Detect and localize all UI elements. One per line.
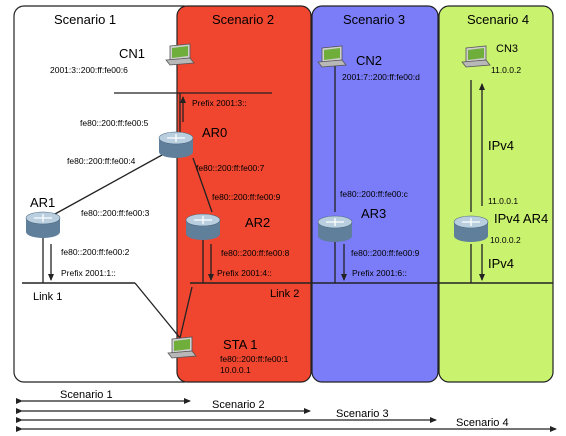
link-2-label: Link 2 — [270, 288, 299, 300]
cn1-name: CN1 — [119, 46, 145, 61]
laptop-cn2-icon — [317, 45, 347, 68]
ar0-ar1-connection — [54, 154, 163, 215]
ar0-address-up: fe80::200:ff:fe00:5 — [80, 118, 149, 128]
scenario-4-range-label: Scenario 4 — [456, 417, 509, 429]
cn1-address: 2001:3::200:ff:fe00:6 — [50, 65, 128, 75]
ar1-name: AR1 — [30, 195, 55, 210]
scenario-range-arrows: Scenario 1 Scenario 2 Scenario 3 Scenari… — [16, 389, 557, 432]
ipv4-upper-label: IPv4 — [488, 138, 514, 153]
prefix-6-label: Prefix 2001:6:: — [352, 268, 407, 278]
panel-scenario-2 — [176, 5, 312, 383]
router-ar3-icon — [317, 215, 353, 243]
laptop-cn1-icon — [165, 43, 195, 66]
panel-scenario-3 — [311, 5, 439, 383]
sta1-address-1: fe80::200:ff:fe00:1 — [220, 354, 289, 364]
sta1-name: STA 1 — [223, 337, 257, 352]
link-1-label: Link 1 — [33, 291, 62, 303]
router-ar0-icon — [158, 131, 194, 159]
panel-title-3: Scenario 3 — [343, 12, 405, 27]
panel-title-2: Scenario 2 — [212, 12, 274, 27]
panel-scenario-4 — [438, 5, 554, 383]
panel-title-4: Scenario 4 — [467, 12, 529, 27]
ar4-address-up: 11.0.0.1 — [488, 196, 518, 206]
ar1-address-right: fe80::200:ff:fe00:3 — [81, 208, 150, 218]
ar0-address-right: fe80::200:ff:fe00:7 — [196, 163, 265, 173]
prefix-4-label: Prefix 2001:4:: — [217, 268, 272, 278]
scenario-2-range-label: Scenario 2 — [212, 399, 265, 411]
sta1-link-line-1 — [134, 282, 181, 339]
laptop-sta1-icon — [167, 336, 197, 359]
ar1-address-down: fe80::200:ff:fe00:2 — [61, 247, 130, 257]
router-ar2-icon — [185, 213, 221, 241]
ar0-ar2-connection — [192, 157, 213, 213]
router-ar4-icon — [453, 215, 489, 243]
ar2-address-up: fe80::200:ff:fe00:9 — [212, 192, 281, 202]
ar0-address-left: fe80::200:ff:fe00:4 — [67, 156, 136, 166]
panel-title-1: Scenario 1 — [54, 12, 116, 27]
sta1-link-line-2 — [179, 286, 193, 339]
ar3-address-up: fe80::200:ff:fe00:c — [340, 189, 409, 199]
prefix-1-label: Prefix 2001:1:: — [61, 268, 116, 278]
sta1-address-2: 10.0.0.1 — [220, 365, 251, 375]
ipv4-lower-label: IPv4 — [488, 256, 514, 271]
laptop-cn3-icon — [461, 45, 491, 68]
ar4-name: IPv4 AR4 — [494, 211, 548, 226]
ar3-address-down: fe80::200:ff:fe00:9 — [351, 248, 420, 258]
scenario-1-range-label: Scenario 1 — [60, 389, 113, 401]
cn2-name: CN2 — [356, 53, 382, 68]
ar2-address-down: fe80::200:ff:fe00:8 — [221, 248, 290, 258]
ar4-address-down: 10.0.0.2 — [490, 235, 521, 245]
prefix-3-label: Prefix 2001:3:: — [192, 98, 247, 108]
router-ar1-icon — [25, 211, 61, 239]
cn3-address: 11.0.0.2 — [491, 65, 521, 75]
panel-scenario-1 — [13, 5, 195, 383]
ar2-name: AR2 — [245, 215, 270, 230]
cn2-address: 2001:7::200:ff:fe00:d — [342, 72, 420, 82]
ar0-name: AR0 — [202, 125, 227, 140]
scenario-3-range-label: Scenario 3 — [336, 408, 389, 420]
cn3-name: CN3 — [496, 43, 518, 55]
ar3-name: AR3 — [361, 206, 386, 221]
